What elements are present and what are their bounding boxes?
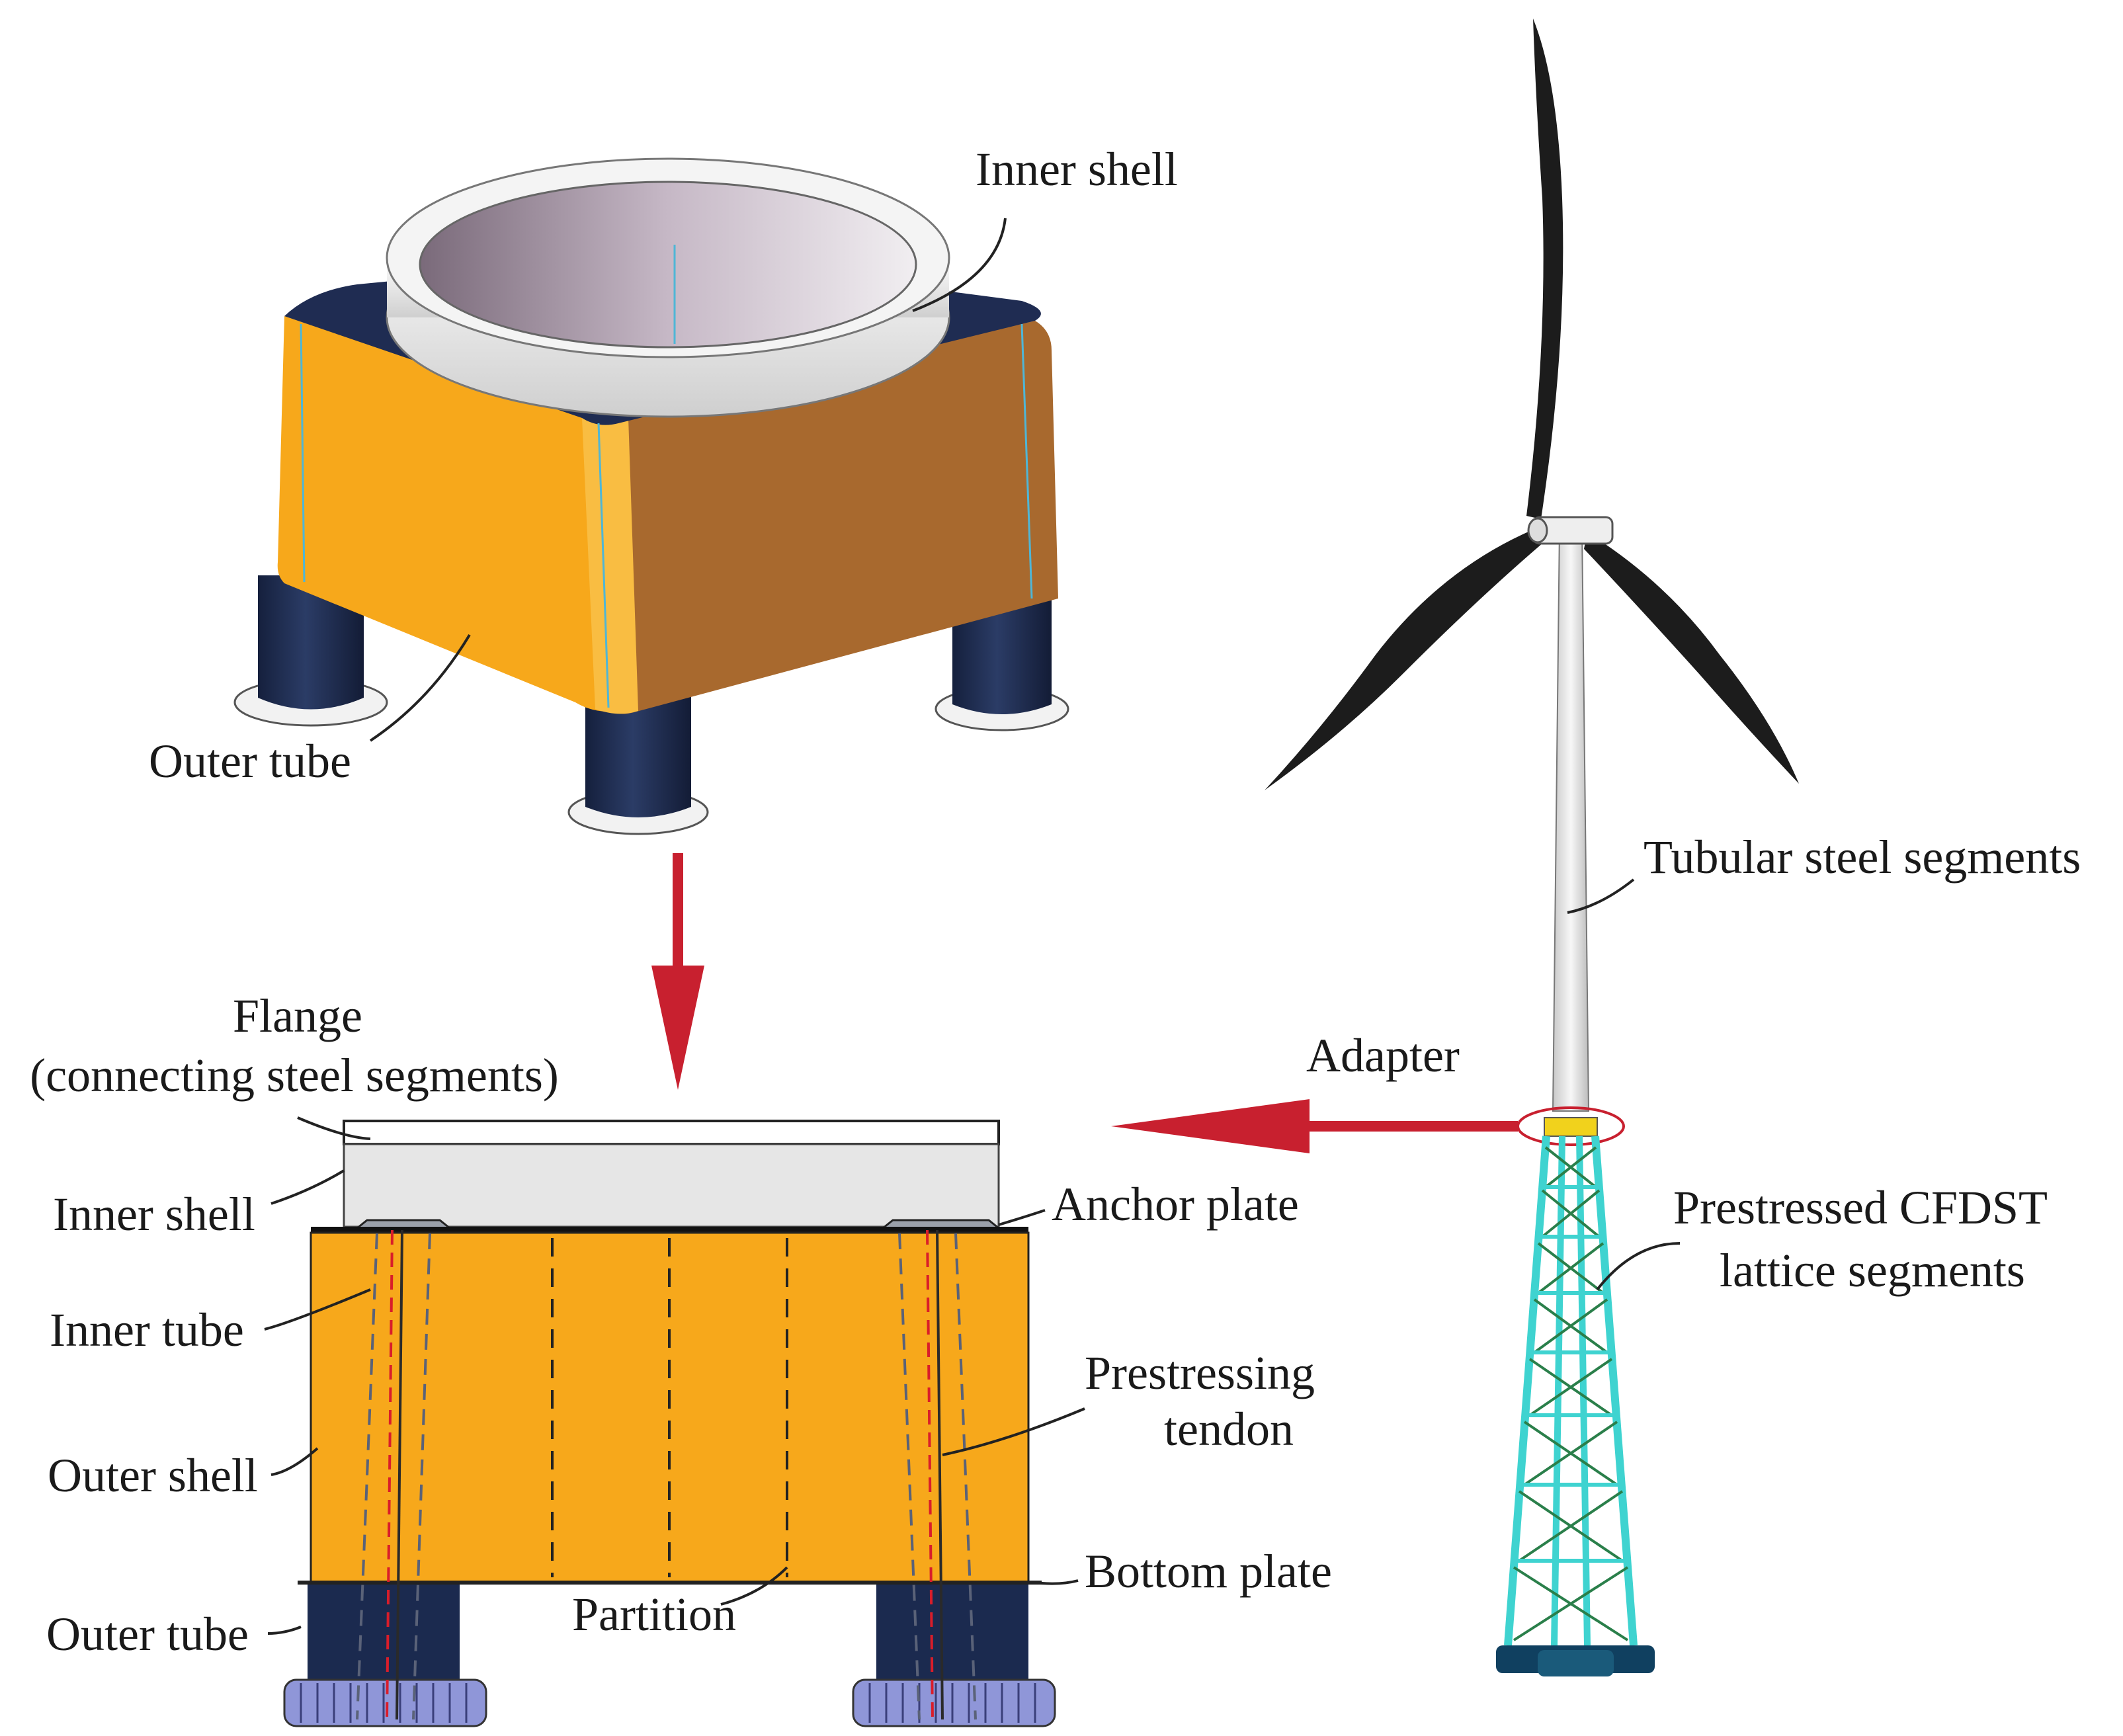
- leg-foot: [283, 1678, 487, 1727]
- adapter: [1544, 1117, 1598, 1137]
- outer-shell-right-face: [605, 321, 1058, 714]
- leader-lines: [264, 218, 1681, 1635]
- label-flange-detail: (connecting steel segments): [30, 1049, 559, 1102]
- foundation-3d-view: [233, 157, 1069, 835]
- inner-shell: [343, 1143, 1000, 1228]
- tubular-tower: [1552, 528, 1590, 1112]
- down-arrow: [651, 853, 704, 1090]
- seam-line: [597, 423, 610, 708]
- seam-line: [1020, 323, 1033, 599]
- leg-foot: [852, 1678, 1056, 1727]
- outer-shell-corner: [582, 415, 638, 714]
- label-inner-shell-top: Inner shell: [976, 143, 1178, 196]
- inner-shell-ring-hole: [419, 181, 917, 349]
- prestressing-tendon: [386, 1229, 934, 1720]
- bottom-plate: [298, 1581, 1042, 1585]
- label-partition: Partition: [572, 1588, 736, 1641]
- wind-turbine: [1265, 19, 1799, 1676]
- label-tendon: tendon: [1164, 1403, 1294, 1456]
- turbine-blade: [1265, 529, 1548, 790]
- turbine-blade: [1526, 19, 1563, 519]
- label-outer-tube-top: Outer tube: [149, 735, 351, 788]
- label-cfdst: Prestressed CFDST: [1673, 1181, 2048, 1234]
- lattice-tower: [1504, 1136, 1638, 1646]
- outer-shell-left-face: [277, 316, 618, 712]
- label-flange: Flange: [233, 989, 362, 1042]
- label-tubular-steel: Tubular steel segments: [1644, 831, 2081, 884]
- label-inner-shell: Inner shell: [53, 1188, 255, 1241]
- label-inner-tube: Inner tube: [50, 1303, 244, 1356]
- label-outer-tube: Outer tube: [46, 1608, 249, 1661]
- seam-line: [300, 323, 306, 583]
- label-lattice: lattice segments: [1720, 1244, 2025, 1297]
- label-anchor-plate: Anchor plate: [1052, 1178, 1299, 1231]
- turbine-blade: [1584, 532, 1799, 784]
- outer-tube: [876, 1585, 1028, 1680]
- label-adapter: Adapter: [1306, 1029, 1460, 1082]
- label-outer-shell: Outer shell: [48, 1449, 258, 1502]
- outer-tube-leg: [585, 681, 691, 817]
- partition-lines: [551, 1238, 788, 1577]
- flange: [343, 1120, 1000, 1145]
- label-bottom-plate: Bottom plate: [1085, 1545, 1332, 1598]
- outer-tube-leg: [258, 575, 364, 710]
- left-arrow: [1111, 1099, 1518, 1153]
- inner-tube-lines: [356, 1233, 977, 1720]
- foundation-section-view: [283, 1120, 1056, 1727]
- label-prestressing: Prestressing: [1085, 1346, 1315, 1399]
- labels: Inner shell Outer tube Flange (connectin…: [30, 143, 2081, 1661]
- hub: [1527, 517, 1548, 544]
- adapter-highlight: [1517, 1106, 1625, 1146]
- outer-tube: [308, 1585, 460, 1680]
